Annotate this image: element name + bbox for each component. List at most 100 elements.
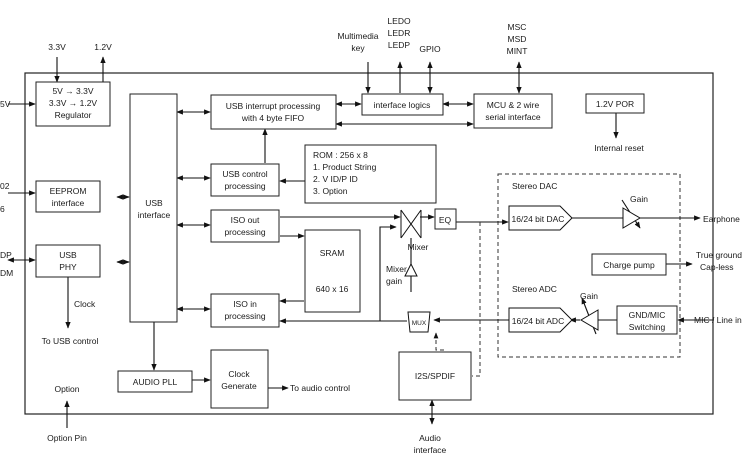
audio-interface-line-1: Audio — [419, 433, 441, 443]
regulator-line-2: 3.3V → 1.2V — [49, 98, 98, 108]
mcu-line-2: serial interface — [485, 112, 541, 122]
rom-line-2: 1. Product String — [313, 162, 377, 172]
rom-line-3: 2. V ID/P ID — [313, 174, 358, 184]
gain-bottom-label: Gain — [580, 291, 598, 301]
msc-pin: MSC — [508, 22, 527, 32]
external-labels: 3.3V 1.2V 5V 02 6 DP DM Clock To USB con… — [0, 16, 742, 455]
clock-label: Clock — [74, 299, 96, 309]
usb-control-line-1: USB control — [222, 169, 267, 179]
stereo-dac-title: Stereo DAC — [512, 181, 557, 191]
eeprom-interface-block: EEPROM interface — [35, 180, 101, 213]
multimedia-key-line-2: key — [351, 43, 365, 53]
adc-block-label: 16/24 bit ADC — [512, 316, 564, 326]
usb-interface-block: USB interface — [129, 93, 178, 323]
eq-label: EQ — [439, 215, 452, 225]
dac-block-label: 16/24 bit DAC — [512, 214, 565, 224]
usb-control-block: USB control processing — [210, 163, 280, 197]
to-audio-control-label: To audio control — [290, 383, 350, 393]
usb-phy-block: USB PHY — [35, 244, 101, 278]
eeprom-pin-1: 02 — [0, 181, 10, 191]
option-label: Option — [54, 384, 79, 394]
iso-out-line-1: ISO out — [231, 215, 260, 225]
mcu-line-1: MCU & 2 wire — [487, 100, 540, 110]
clock-generate-line-1: Clock — [228, 369, 250, 379]
gnd-mic-line-2: Switching — [629, 322, 666, 332]
phy-pin-dp: DP — [0, 250, 12, 260]
usb-interrupt-block: USB interrupt processing with 4 byte FIF… — [210, 94, 337, 130]
iso-out-block: ISO out processing — [210, 209, 280, 243]
iso-in-line-2: processing — [224, 311, 265, 321]
eq-block: EQ — [434, 208, 457, 230]
stereo-dac-group: Stereo DAC 16/24 bit DAC Gain — [508, 181, 648, 231]
clock-generate-line-2: Generate — [221, 381, 257, 391]
charge-pump-label: Charge pump — [603, 260, 655, 270]
mixer-gain-line-2: gain — [386, 276, 402, 286]
usb-interface-line-2: interface — [138, 210, 171, 220]
led-pin-r: LEDR — [388, 28, 411, 38]
usb-interface-line-1: USB — [145, 198, 163, 208]
audio-pll-block: AUDIO PLL — [117, 370, 193, 393]
rom-line-1: ROM : 256 x 8 — [313, 150, 368, 160]
iso-in-line-1: ISO in — [233, 299, 257, 309]
multimedia-key-line-1: Multimedia — [337, 31, 378, 41]
gnd-mic-line-1: GND/MIC — [629, 310, 666, 320]
earphone-label: Earphone — [703, 214, 740, 224]
to-usb-control-label: To USB control — [42, 336, 99, 346]
interface-logics-block: interface logics — [361, 93, 444, 116]
msd-pin: MSD — [508, 34, 527, 44]
usb-interrupt-line-1: USB interrupt processing — [226, 101, 321, 111]
gpio-label: GPIO — [419, 44, 441, 54]
charge-pump-block: Charge pump — [591, 253, 667, 276]
true-ground-line-1: True ground — [696, 250, 742, 260]
mixer-label: Mixer — [408, 242, 429, 252]
true-ground-line-2: Cap-less — [700, 262, 734, 272]
audio-interface-line-2: interface — [414, 445, 447, 455]
sram-block: SRAM 640 x 16 — [304, 229, 361, 313]
i2s-label: I2S/SPDIF — [415, 371, 455, 381]
codec-region — [497, 173, 681, 358]
mic-line-in-label: MIC / Line in — [694, 315, 742, 325]
por-label: 1.2V POR — [596, 99, 634, 109]
eeprom-line-1: EEPROM — [50, 186, 87, 196]
mux-label: MUX — [412, 320, 427, 327]
supply-1v2-label: 1.2V — [94, 42, 112, 52]
sram-line-2: 640 x 16 — [316, 284, 349, 294]
mixer-gain-line-1: Mixer — [386, 264, 407, 274]
gnd-mic-block: GND/MIC Switching — [616, 305, 678, 335]
supply-3v3-label: 3.3V — [48, 42, 66, 52]
eeprom-line-2: interface — [52, 198, 85, 208]
mint-pin: MINT — [507, 46, 528, 56]
mixer-gain-symbol: Mixer gain — [386, 262, 418, 286]
supply-5v-label: 5V — [0, 99, 11, 109]
clock-generate-block: Clock Generate — [210, 349, 269, 409]
stereo-adc-title: Stereo ADC — [512, 284, 557, 294]
usb-phy-line-2: PHY — [59, 262, 77, 272]
wires — [7, 56, 714, 428]
phy-pin-dm: DM — [0, 268, 13, 278]
regulator-line-1: 5V → 3.3V — [52, 86, 93, 96]
chip-outline — [24, 72, 714, 415]
usb-interrupt-line-2: with 4 byte FIFO — [241, 113, 305, 123]
eeprom-pin-2: 6 — [0, 204, 5, 214]
rom-line-4: 3. Option — [313, 186, 348, 196]
iso-out-line-2: processing — [224, 227, 265, 237]
mcu-block: MCU & 2 wire serial interface — [473, 93, 553, 129]
interface-logics-label: interface logics — [374, 100, 431, 110]
mux-symbol: MUX — [407, 311, 431, 333]
regulator-line-3: Regulator — [55, 110, 92, 120]
gain-top-label: Gain — [630, 194, 648, 204]
usb-phy-line-1: USB — [59, 250, 77, 260]
sram-line-1: SRAM — [320, 248, 345, 258]
i2s-spdif-block: I2S/SPDIF — [398, 351, 472, 401]
led-pin-p: LEDP — [388, 40, 411, 50]
led-pin-o: LEDO — [387, 16, 411, 26]
regulator-block: 5V → 3.3V 3.3V → 1.2V Regulator — [35, 81, 111, 127]
audio-pll-label: AUDIO PLL — [133, 377, 178, 387]
option-pin-label: Option Pin — [47, 433, 87, 443]
rom-block: ROM : 256 x 8 1. Product String 2. V ID/… — [304, 144, 437, 204]
internal-reset-label: Internal reset — [594, 143, 644, 153]
por-block: 1.2V POR — [585, 93, 645, 114]
mixer-symbol: Mixer — [400, 209, 429, 252]
stereo-adc-group: Stereo ADC 16/24 bit ADC Gain — [508, 284, 599, 333]
